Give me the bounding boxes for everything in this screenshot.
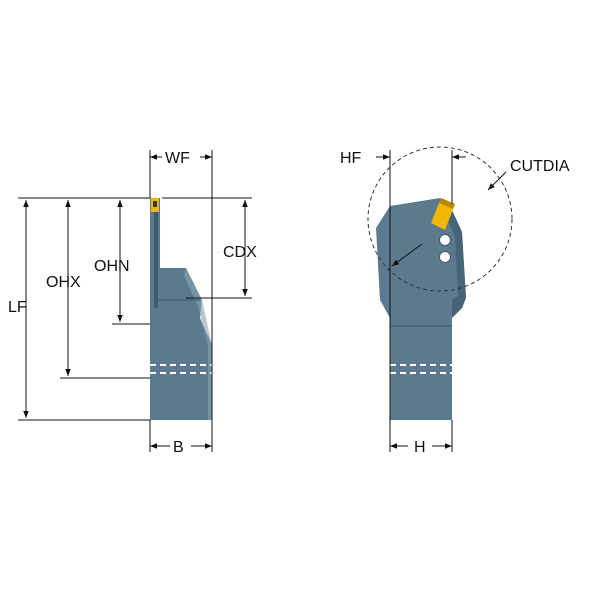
label-hf: HF	[340, 150, 362, 167]
side-blade-shade	[154, 210, 158, 308]
front-shank	[390, 318, 452, 420]
label-ohx: OHX	[46, 274, 81, 291]
label-b: B	[173, 439, 184, 456]
dim-h: H	[390, 420, 453, 456]
label-wf: WF	[165, 150, 190, 167]
side-blade	[150, 198, 202, 318]
clamp-hole-lower	[439, 251, 451, 263]
side-view	[150, 198, 212, 420]
cutting-diameter-circle	[367, 146, 513, 292]
dim-cutdia: CUTDIA	[391, 158, 570, 267]
label-ohn: OHN	[94, 258, 130, 275]
dim-ohn: OHN	[94, 197, 150, 325]
dim-lf: LF	[8, 197, 150, 421]
label-h: H	[414, 439, 426, 456]
front-view	[376, 198, 466, 420]
dim-wf: WF	[149, 150, 213, 420]
clamp-hole-upper	[439, 234, 451, 246]
dim-hf: HF	[340, 150, 466, 452]
label-lf: LF	[8, 299, 27, 316]
label-cdx: CDX	[223, 244, 257, 261]
dim-ohx: OHX	[46, 197, 150, 379]
front-head-shade	[446, 210, 466, 318]
side-shank	[150, 318, 212, 420]
label-cutdia: CUTDIA	[510, 158, 570, 175]
dim-cdx: CDX	[162, 197, 257, 299]
dim-b: B	[149, 420, 213, 456]
